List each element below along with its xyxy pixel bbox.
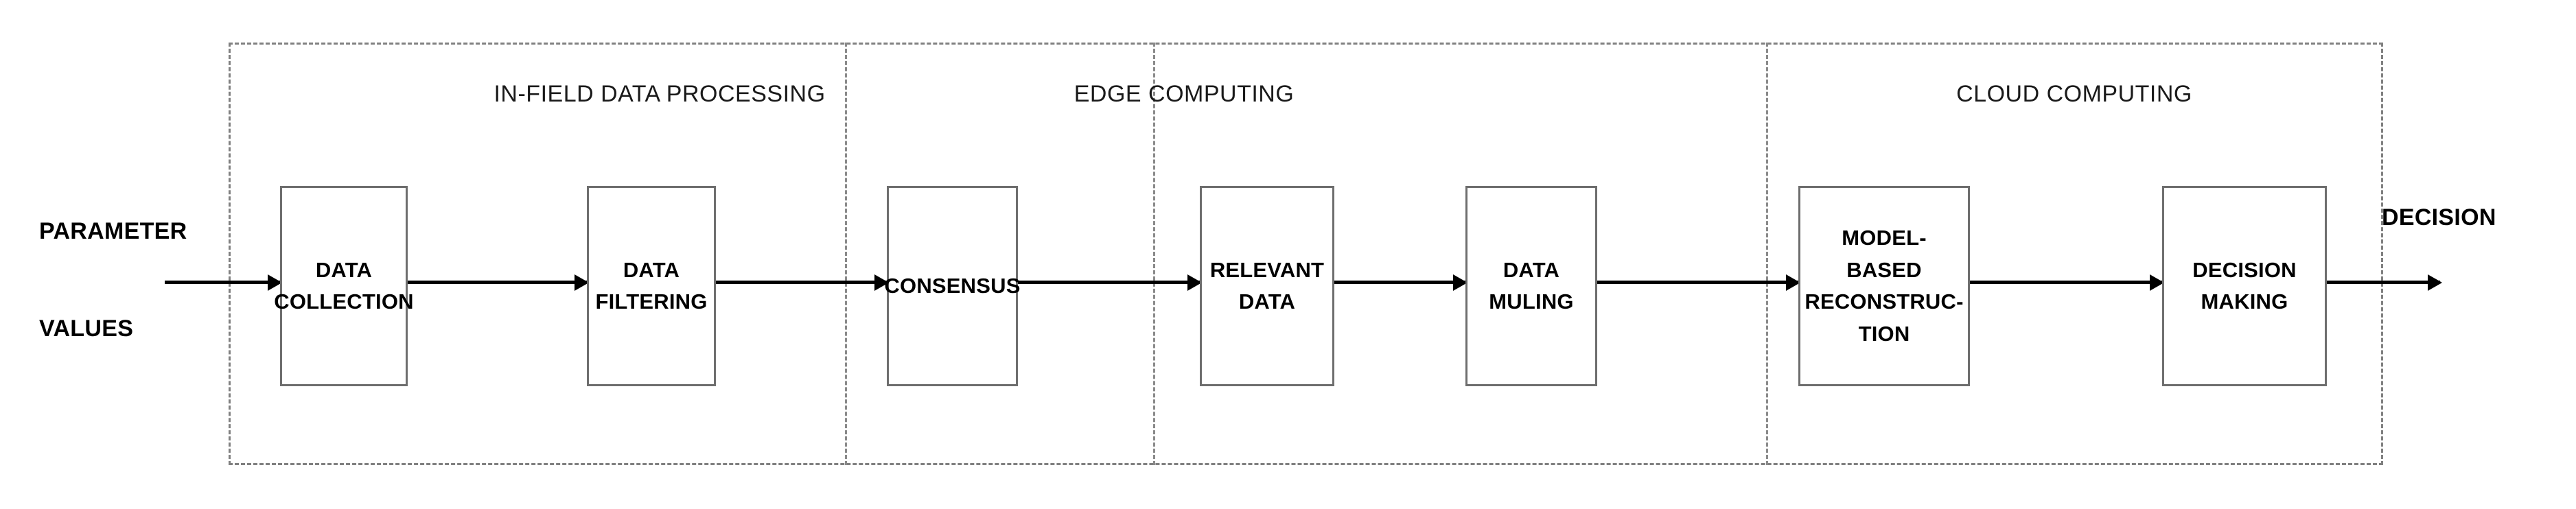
arrow-data-collection-to-data-filtering	[408, 281, 587, 284]
arrow-decision-making-to-output	[2327, 281, 2440, 284]
zone-divider-in-field-edge	[845, 43, 847, 465]
process-box-decision-making[interactable]: DECISION MAKING	[2162, 186, 2327, 386]
process-box-relevant-data[interactable]: RELEVANT DATA	[1200, 186, 1334, 386]
arrow-input-to-data-collection	[165, 281, 280, 284]
input-label-values: VALUES	[39, 316, 134, 342]
process-box-data-collection[interactable]: DATA COLLECTION	[274, 186, 414, 386]
process-box-data-muling[interactable]: DATA MULING	[1465, 186, 1597, 386]
process-box-consensus[interactable]: CONSENSUS	[884, 186, 1021, 386]
process-box-label: RELEVANT DATA	[1209, 257, 1325, 314]
zone-label-cloud-computing: CLOUD COMPUTING	[1956, 81, 2192, 107]
process-box-label: DECISION MAKING	[2192, 257, 2297, 314]
process-box-model-based-reconstruction[interactable]: MODEL-BASED RECONSTRUC- TION	[1798, 186, 1970, 386]
process-box-label: DATA COLLECTION	[274, 257, 414, 314]
arrow-relevant-data-to-data-muling	[1334, 281, 1465, 284]
process-box-data-filtering[interactable]: DATA FILTERING	[587, 186, 716, 386]
process-box-label: MODEL-BASED RECONSTRUC- TION	[1805, 226, 1964, 346]
input-label-parameter: PARAMETER	[39, 218, 187, 244]
arrow-model-based-reconstruction-to-decision-making	[1970, 281, 2162, 284]
output-label-decision: DECISION	[2382, 204, 2496, 230]
arrow-data-filtering-to-consensus	[716, 281, 887, 284]
arrow-consensus-to-relevant-data	[1018, 281, 1200, 284]
zone-divider-edge-cloud	[1766, 43, 1768, 465]
arrow-data-muling-to-model-based-reconstruction	[1597, 281, 1798, 284]
zone-label-in-field-data-processing: IN-FIELD DATA PROCESSING	[494, 81, 826, 107]
zone-divider-edge-inner	[1153, 43, 1155, 465]
process-box-label: DATA FILTERING	[595, 257, 708, 314]
zone-label-edge-computing: EDGE COMPUTING	[1074, 81, 1295, 107]
process-box-label: DATA MULING	[1489, 257, 1574, 314]
system-boundary	[229, 43, 2383, 465]
process-box-label: CONSENSUS	[884, 273, 1021, 298]
